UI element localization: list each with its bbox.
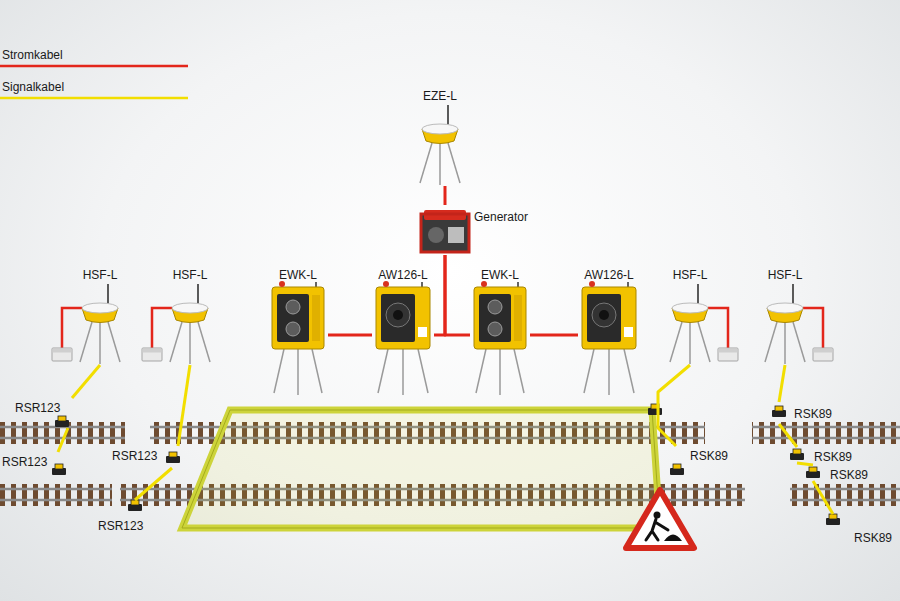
- cable: [658, 365, 690, 446]
- rail-sensor: RSK89: [772, 402, 844, 424]
- device-label: HSF-L: [768, 268, 803, 282]
- warning-device-icon: [272, 281, 324, 395]
- device-label: EZE-L: [423, 89, 457, 103]
- rail-sensor: RSR123: [15, 398, 80, 428]
- rail-track: [790, 484, 900, 506]
- rail-sensor-icon: [52, 464, 66, 475]
- rail-sensor-icon: [826, 514, 840, 525]
- radio-station-icon: [80, 284, 120, 364]
- radio-station-icon: [170, 284, 210, 364]
- radio-station-icon: [765, 284, 805, 364]
- battery-box: [813, 348, 833, 361]
- radio-station: HSF-L: [755, 265, 815, 365]
- warning-device-icon: [376, 281, 430, 395]
- rail-track: [0, 484, 112, 506]
- radio-station: EZE-L: [410, 86, 470, 186]
- rail-sensor-icon: [772, 406, 786, 417]
- device-label: HSF-L: [83, 268, 118, 282]
- rail-sensor-icon: [806, 467, 820, 478]
- cable: [72, 365, 100, 398]
- rail-sensor-icon: [55, 416, 69, 427]
- rail-sensor-icon: [128, 500, 142, 511]
- legend-label: Signalkabel: [2, 80, 64, 94]
- warning-device: AW126-L: [578, 265, 640, 395]
- cable: [58, 428, 68, 452]
- rail-sensor: RSK89: [668, 446, 734, 480]
- rail-sensor: RSR123: [2, 452, 68, 478]
- cable: [434, 255, 445, 335]
- generator-icon: [421, 210, 469, 252]
- rail-sensor: RSR123: [112, 446, 184, 468]
- radio-station: HSF-L: [70, 265, 130, 365]
- radio-station-icon: [420, 105, 460, 185]
- battery-box: [718, 348, 738, 361]
- device-label: RSR123: [98, 519, 143, 533]
- cable: [779, 424, 797, 447]
- radio-station: HSF-L: [660, 265, 720, 365]
- device-label: RSR123: [15, 401, 60, 415]
- warning-device: EWK-L: [470, 265, 530, 395]
- generator: Generator: [418, 205, 530, 255]
- device-label: RSR123: [2, 455, 47, 469]
- cable: [178, 365, 190, 446]
- device-label: AW126-L: [378, 268, 428, 282]
- device-label: HSF-L: [173, 268, 208, 282]
- legend-line-sample: [0, 97, 188, 100]
- device-label: EWK-L: [481, 268, 519, 282]
- device-label: RSK89: [814, 450, 852, 464]
- rail-sensor-icon: [670, 464, 684, 475]
- rail-sensor: RSK89: [826, 514, 896, 544]
- legend-label: Stromkabel: [2, 48, 63, 62]
- cable: [530, 334, 578, 337]
- work-zone-frame-edge: [182, 410, 660, 528]
- cable: [779, 365, 785, 402]
- roadworks-sign: [626, 490, 694, 548]
- warning-device: EWK-L: [268, 265, 328, 395]
- device-label: RSK89: [830, 468, 868, 482]
- device-label: RSK89: [794, 407, 832, 421]
- device-label: EWK-L: [279, 268, 317, 282]
- cable: [813, 481, 833, 514]
- work-zone-frame: [182, 410, 660, 528]
- rail-sensor: RSR123: [98, 500, 154, 532]
- cable: [135, 468, 172, 500]
- device-label: AW126-L: [584, 268, 634, 282]
- device-label: RSK89: [690, 449, 728, 463]
- rail-track: [752, 422, 900, 444]
- cable: [445, 255, 470, 335]
- rail-sensor-icon: [166, 452, 180, 463]
- device-label: Generator: [474, 210, 528, 224]
- battery-box: [52, 348, 72, 361]
- rail-sensor-icon: [790, 449, 804, 460]
- device-label: RSK89: [854, 531, 892, 545]
- warning-device: AW126-L: [372, 265, 434, 395]
- rail-sensor: RSK89: [790, 447, 856, 463]
- warning-device-icon: [582, 281, 636, 395]
- device-label: HSF-L: [673, 268, 708, 282]
- rail-sensor-icon: [648, 404, 662, 415]
- cable: [797, 463, 813, 465]
- cable: [328, 334, 372, 337]
- legend-line-sample: [0, 65, 188, 68]
- battery-box: [142, 348, 162, 361]
- cable: [444, 186, 447, 205]
- device-label: RSR123: [112, 449, 157, 463]
- radio-station-icon: [670, 284, 710, 364]
- warning-device-icon: [474, 281, 526, 395]
- radio-station: HSF-L: [160, 265, 220, 365]
- rail-sensor: RSK89: [806, 465, 872, 481]
